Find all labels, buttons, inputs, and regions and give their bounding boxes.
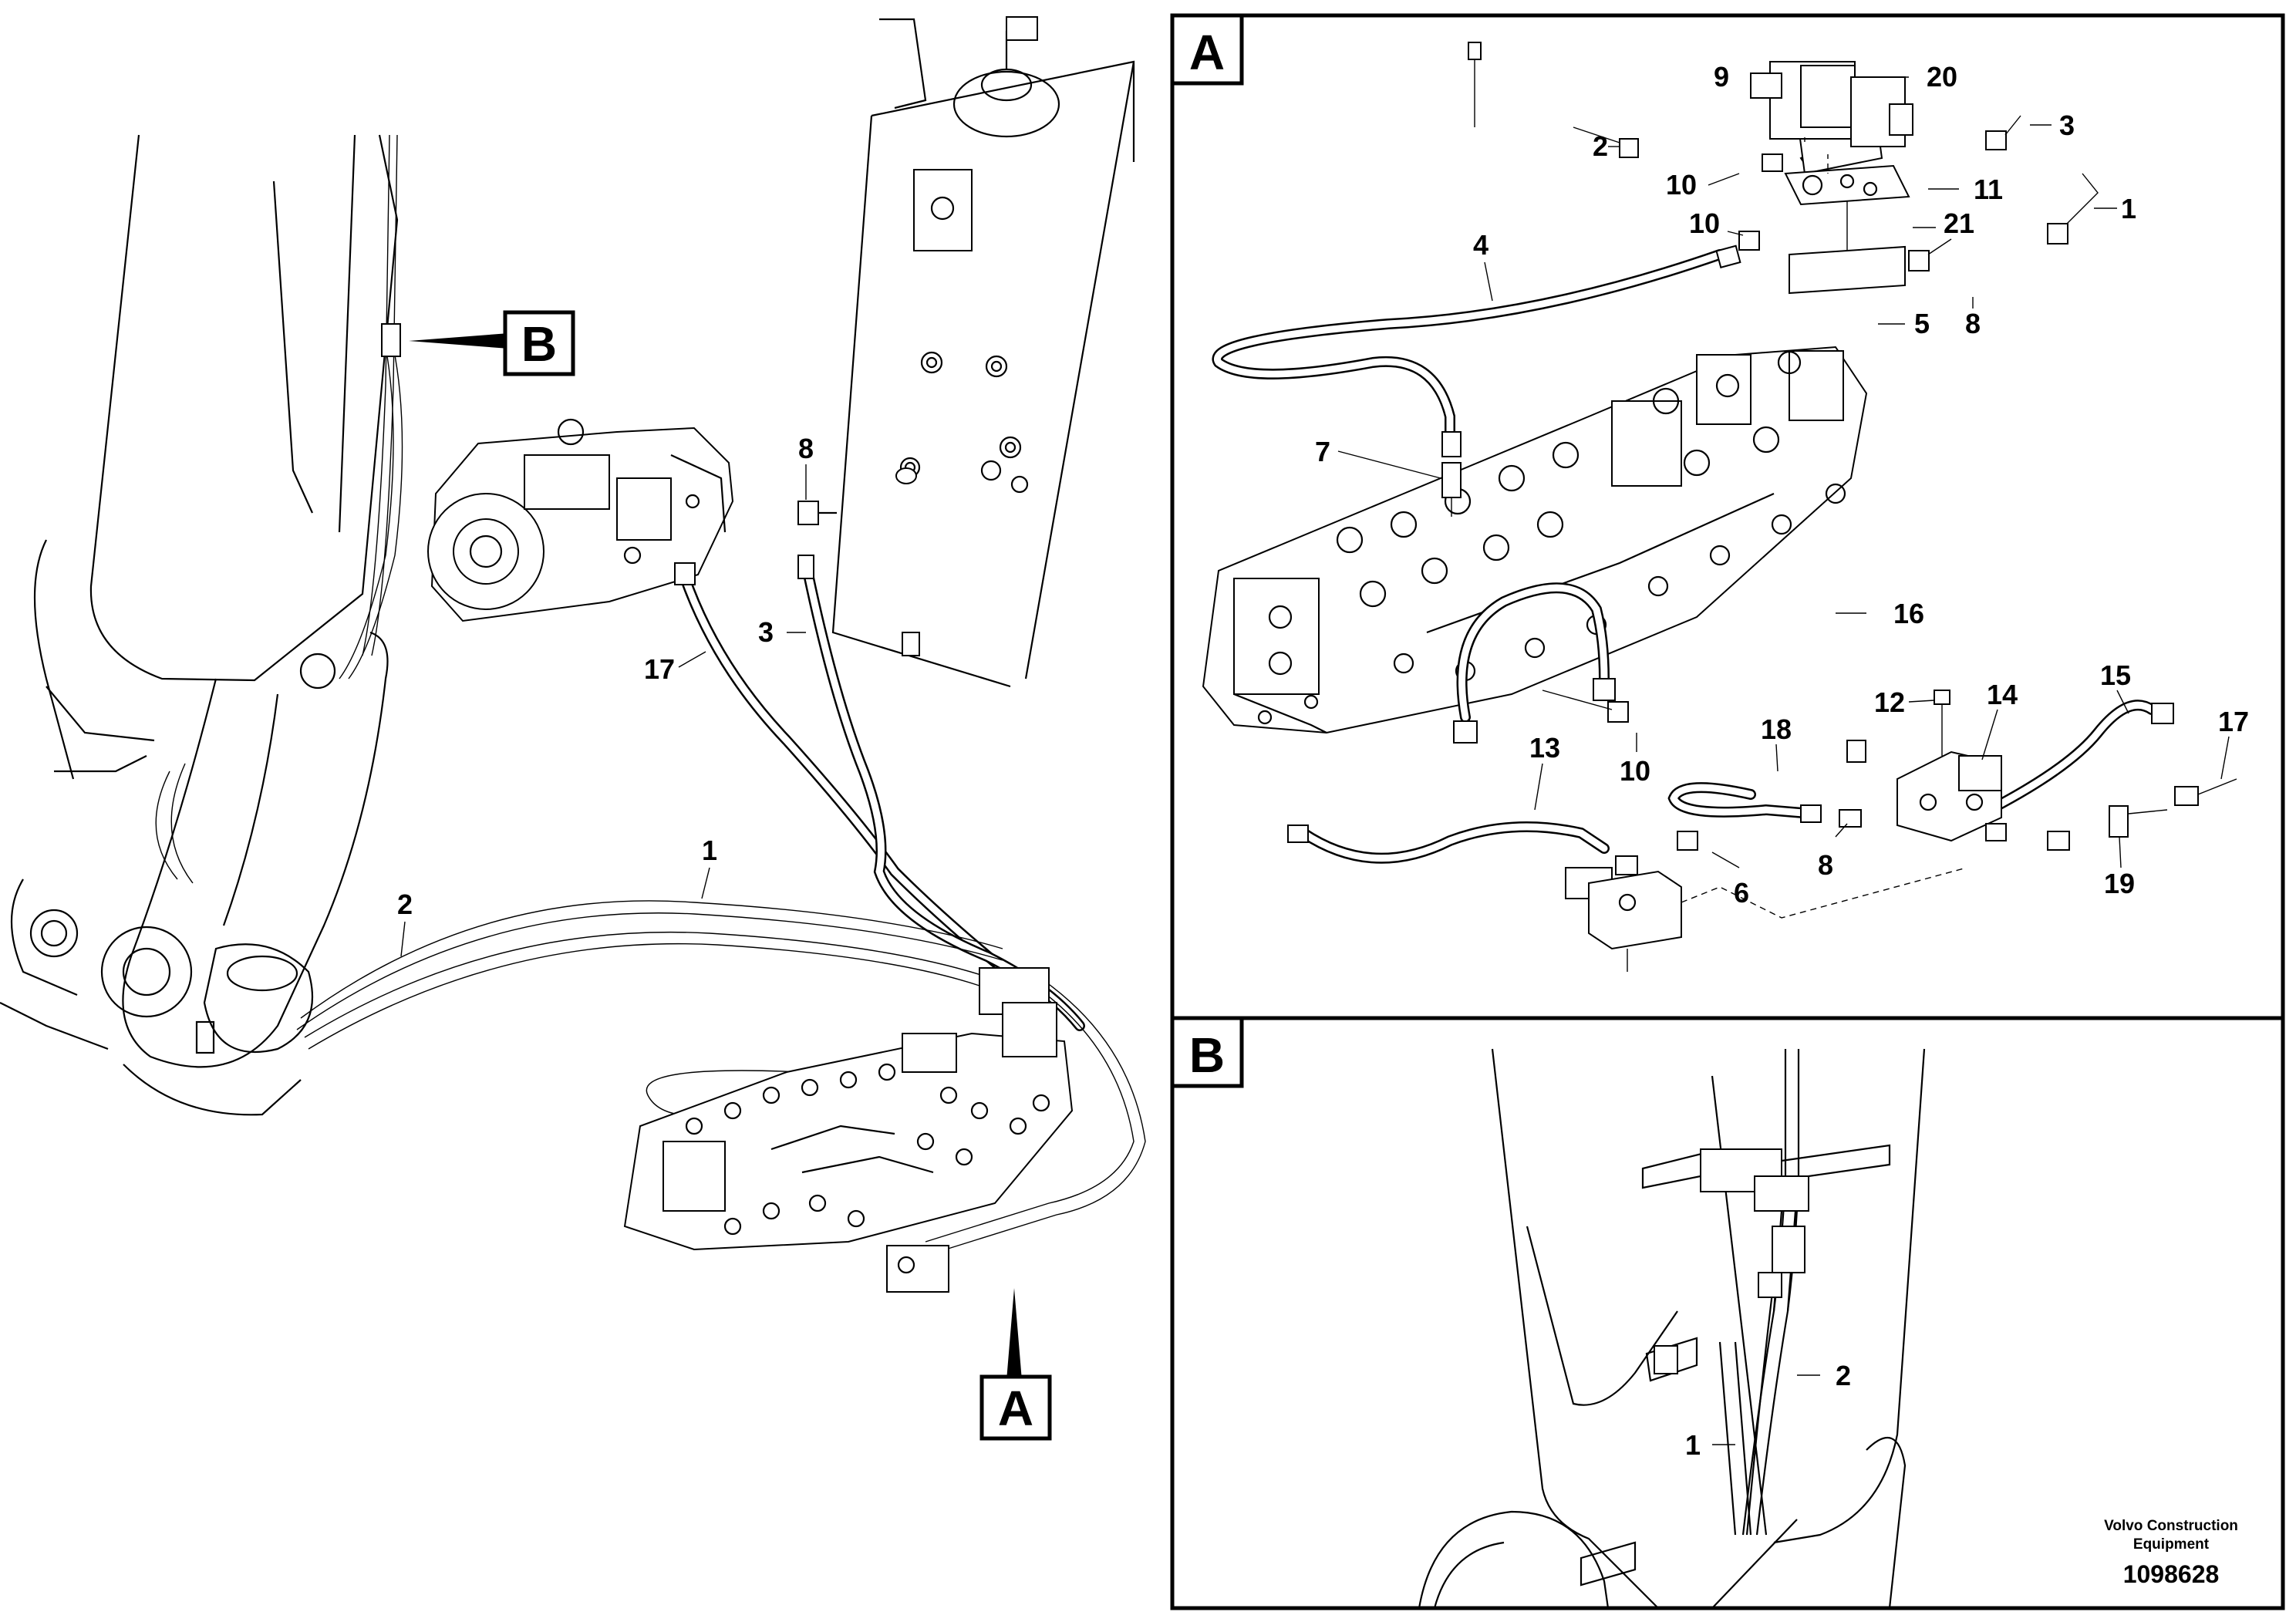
callout-a-8-low: 8 [1818,849,1833,881]
callout-a-2: 2 [1593,130,1608,162]
callout-a-17: 17 [2218,706,2249,737]
callout-a-16: 16 [1893,598,1924,629]
control-valve-block [623,967,1074,1293]
callout-a-4: 4 [1473,229,1489,261]
callout-17: 17 [644,653,675,685]
boom-detail-b [1418,1048,1926,1609]
callout-a-7: 7 [1315,436,1330,467]
callout-b-1: 1 [1685,1429,1701,1461]
drawing-footer: Volvo Construction Equipment 1098628 [2104,1518,2238,1588]
callout-a-3: 3 [2059,110,2075,141]
callout-8: 8 [798,433,814,464]
callout-a-10-mid: 10 [1689,207,1720,239]
boom-hoses-b [1718,1049,1809,1536]
callout-2: 2 [397,889,413,920]
callout-a-6: 6 [1734,877,1749,909]
overview-hoses [296,558,1146,1254]
solenoid-6 [1565,867,1967,972]
panel-b-label: B [1189,1027,1225,1083]
valve-block-14 [1896,690,2002,842]
callout-a-13: 13 [1529,732,1560,764]
callout-a-8-top: 8 [1965,308,1981,339]
fitting-8 [797,501,819,525]
valve-block-detail [1202,346,1868,734]
panel-b-callouts: 2 1 [1685,1360,1851,1461]
svg-text:A: A [998,1381,1033,1436]
detail-panel-b: B [1170,1016,2285,1610]
hydraulic-pump [427,418,734,622]
detail-panel-a: A [1170,13,2285,1020]
boom-hoses [155,134,403,884]
boom-arm [0,134,399,1116]
callout-b-2: 2 [1836,1360,1851,1391]
svg-text:B: B [521,316,557,372]
overview-illustration: B A 1 2 3 8 17 [0,16,1146,1441]
callout-a-18: 18 [1761,713,1792,745]
callout-3: 3 [758,616,774,648]
callout-a-10-low: 10 [1620,755,1650,787]
callout-1: 1 [702,835,717,866]
drawing-part-number: 1098628 [2123,1560,2220,1588]
panel-a-callouts: 9 20 2 3 10 11 1 10 21 4 5 8 7 [1315,61,2249,909]
callout-a-14: 14 [1987,679,2018,710]
callout-a-21: 21 [1944,207,1974,239]
panel-a-label: A [1189,25,1225,80]
company-name-line1: Volvo Construction [2104,1518,2238,1534]
solenoid-valve-assembly [1468,42,1913,295]
callout-a-10-top: 10 [1666,169,1697,201]
callout-a-19: 19 [2104,868,2135,899]
callout-a-20: 20 [1927,61,1957,93]
overview-callouts: 1 2 3 8 17 [397,433,814,957]
callout-a-12: 12 [1874,686,1905,718]
callout-a-11: 11 [1974,174,2003,205]
hydraulic-tank [831,16,1135,688]
callout-a-15: 15 [2100,659,2131,691]
callout-a-1: 1 [2121,193,2136,224]
view-marker-a: A [979,1288,1052,1441]
view-marker-b: B [409,310,575,376]
company-name-line2: Equipment [2133,1536,2210,1553]
callout-a-5: 5 [1914,308,1930,339]
callout-a-9: 9 [1714,61,1729,93]
